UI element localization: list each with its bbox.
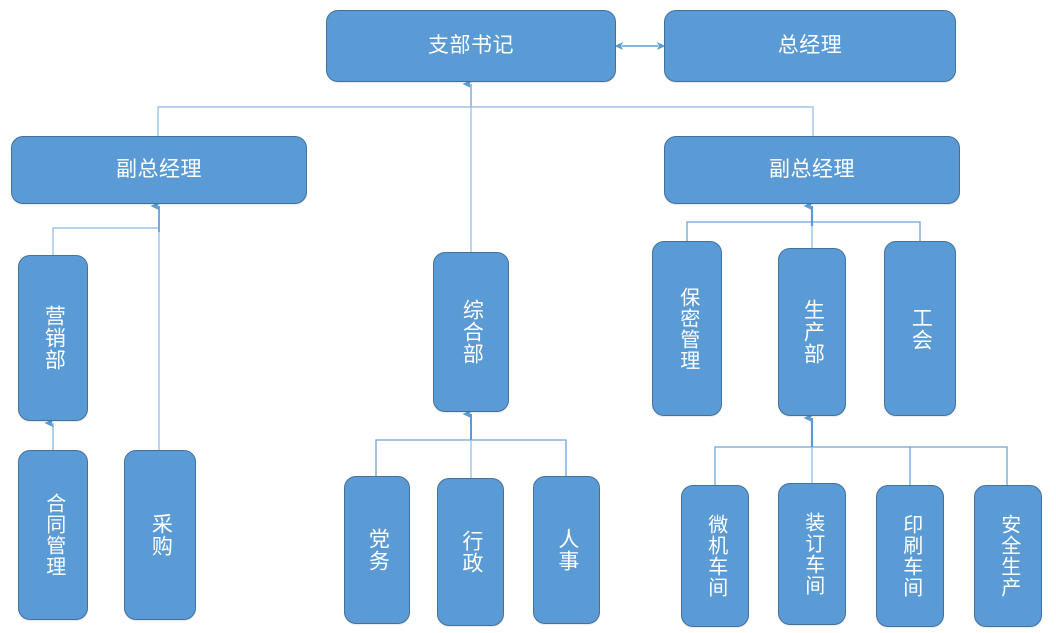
org-node-label: 微机车间 (704, 514, 727, 598)
org-node-contract_mgmt[interactable]: 合同管理 (18, 450, 88, 620)
org-node-party_affairs[interactable]: 党务 (344, 476, 410, 624)
org-node-computer_workshop[interactable]: 微机车间 (681, 485, 749, 627)
org-node-general_affairs[interactable]: 综合部 (433, 252, 509, 412)
org-node-label: 副总经理 (769, 157, 855, 181)
org-node-label: 副总经理 (116, 157, 202, 181)
org-node-safety_production[interactable]: 安全生产 (974, 485, 1042, 627)
org-node-administration[interactable]: 行政 (437, 478, 504, 626)
org-node-label: 综合部 (460, 299, 484, 365)
org-node-label: 人事 (555, 528, 579, 572)
org-node-label: 工会 (909, 306, 933, 351)
org-node-confidentiality[interactable]: 保密管理 (652, 241, 722, 416)
org-node-production_dept[interactable]: 生产部 (778, 248, 846, 416)
org-node-procurement[interactable]: 采购 (124, 450, 196, 620)
org-node-printing_workshop[interactable]: 印刷车间 (876, 485, 944, 627)
org-node-general_manager[interactable]: 总经理 (664, 10, 956, 82)
org-node-deputy_gm_left[interactable]: 副总经理 (11, 136, 307, 204)
org-node-marketing_dept[interactable]: 营销部 (18, 255, 88, 421)
connector-workshops-to-production (714, 413, 1008, 485)
org-node-label: 党务 (366, 528, 390, 572)
org-node-label: 行政 (459, 530, 483, 574)
org-node-deputy_gm_right[interactable]: 副总经理 (664, 136, 960, 204)
org-node-label: 装订车间 (801, 512, 824, 596)
org-node-labor_union[interactable]: 工会 (884, 241, 956, 416)
org-node-label: 采购 (149, 513, 173, 557)
connector-middle-branch (375, 409, 567, 478)
org-node-branch_secretary[interactable]: 支部书记 (326, 10, 616, 82)
connector-deputies-to-secretary (157, 79, 814, 136)
org-node-label: 印刷车间 (899, 514, 922, 598)
connector-right-branch (686, 201, 921, 248)
org-node-label: 生产部 (801, 299, 825, 365)
org-node-label: 总经理 (777, 33, 843, 57)
org-node-label: 支部书记 (428, 33, 514, 57)
org-node-label: 营销部 (42, 305, 66, 371)
org-node-binding_workshop[interactable]: 装订车间 (778, 483, 846, 625)
org-node-label: 保密管理 (676, 286, 699, 371)
org-node-label: 合同管理 (42, 493, 65, 577)
org-node-human_resources[interactable]: 人事 (533, 476, 600, 624)
org-node-label: 安全生产 (997, 514, 1020, 598)
